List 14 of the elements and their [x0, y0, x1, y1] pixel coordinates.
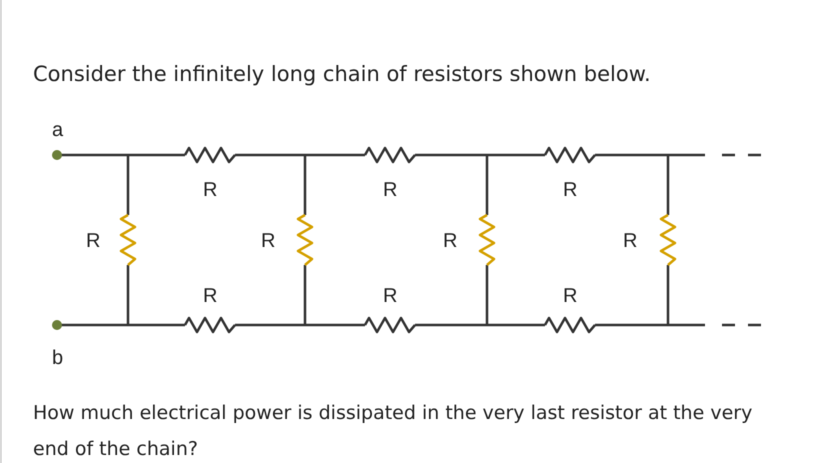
resistor-label: R [383, 286, 398, 306]
resistor-label: R [383, 180, 398, 200]
question-text: How much electrical power is dissipated in the very last resistor at the very end of the chain? [33, 401, 754, 462]
resistor-label: R [623, 231, 638, 251]
resistor-label: R [563, 180, 578, 200]
resistor-label: R [203, 286, 218, 306]
terminal-label: a [52, 120, 64, 140]
terminal-label: b [52, 348, 64, 368]
resistor-label: R [443, 231, 458, 251]
resistor-label: R [563, 286, 578, 306]
resistor-label: R [86, 231, 100, 251]
question-text: Consider the infinitely long chain of resistors shown below. [33, 62, 651, 86]
resistor-label: R [261, 231, 276, 251]
resistor-label: R [203, 180, 218, 200]
